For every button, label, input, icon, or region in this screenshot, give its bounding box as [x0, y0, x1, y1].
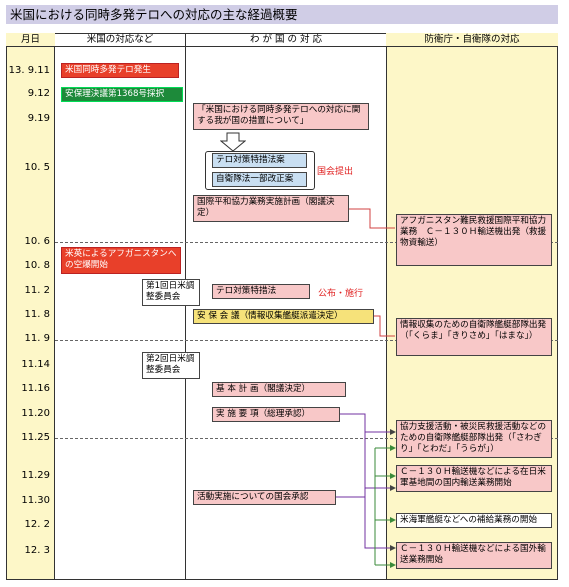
header-date: 月日: [6, 33, 55, 47]
down-arrow-icon: [220, 132, 246, 152]
header-jda: 防衛庁・自衛隊の対応: [386, 33, 558, 47]
japan-submitted: 国会提出: [317, 167, 354, 177]
us-un-resolution: 安保理決議第1368号採択: [61, 87, 183, 102]
date-label: 11.25: [21, 432, 50, 443]
us-terror-attack: 米国同時多発テロ発生: [61, 63, 179, 78]
japan-plan: 国際平和協力業務実施計画（閣議決定）: [193, 195, 349, 222]
jda-international-transport: Ｃ－１３０Ｈ輸送機などによる国外輸送業務開始: [396, 542, 552, 569]
header-japan: わ が 国 の 対 応: [185, 33, 387, 47]
jda-support-fleet: 協力支援活動・被災民救援活動などのための自衛隊艦艇部隊出発（「さわぎり」「とわだ…: [396, 420, 552, 458]
date-label: 11.16: [21, 383, 50, 394]
date-label: 10. 8: [24, 260, 50, 271]
date-label: 10. 6: [24, 236, 50, 247]
japan-diet-approval: 活動実施についての国会承認: [193, 490, 336, 505]
jda-supply: 米海軍艦艇などへの補給業務の開始: [396, 513, 552, 528]
japan-bill-terror: テロ対策特措法案: [212, 153, 307, 168]
japan-bill-sdf: 自衛隊法一部改正案: [212, 172, 307, 187]
header-us: 米国の対応など: [54, 33, 186, 47]
date-label: 12. 2: [24, 519, 50, 530]
japan-basic-plan: 基 本 計 画（閣議決定）: [212, 382, 346, 397]
japan-law: テロ対策特措法: [212, 284, 310, 299]
date-label: 10. 5: [24, 162, 50, 173]
date-label: 11. 8: [24, 309, 50, 320]
date-label: 11.14: [21, 359, 50, 370]
jda-column: [386, 33, 558, 580]
jda-domestic-transport: Ｃ－１３０Ｈ輸送機などによる在日米軍基地間の国内輸送業務開始: [396, 465, 552, 492]
japan-promulgated: 公布・施行: [318, 289, 364, 299]
dashed-guide: [55, 242, 558, 243]
japan-implementation: 実 施 要 項（総理承認）: [212, 407, 340, 422]
date-label: 11. 9: [24, 333, 50, 344]
us-committee-1: 第1回日米調整委員会: [142, 279, 200, 306]
date-label: 11. 2: [24, 285, 50, 296]
page-title: 米国における同時多発テロへの対応の主な経過概要: [6, 5, 558, 24]
date-label: 11.30: [21, 495, 50, 506]
dashed-guide: [55, 340, 558, 341]
date-label: 12. 3: [24, 545, 50, 556]
japan-security-council: 安 保 会 議（情報収集艦艇派遣決定）: [193, 309, 374, 324]
dashed-guide: [55, 438, 558, 439]
date-label: 9.12: [27, 88, 50, 99]
us-column: [54, 33, 186, 580]
bill-bracket: [205, 151, 315, 190]
date-column: [6, 33, 55, 580]
jda-intel-fleet: 情報収集のための自衛隊艦艇部隊出発（「くらま」「きりさめ」「はまな」）: [396, 318, 552, 356]
date-label: 13. 9.11: [8, 65, 50, 76]
us-airstrike: 米英によるアフガニスタンへの空爆開始: [61, 247, 181, 274]
japan-measures: 「米国における同時多発テロへの対応に関する我が国の措置について」: [193, 103, 369, 130]
jda-refugee-relief: アフガニスタン難民救援国際平和協力業務 Ｃ－１３０Ｈ輸送機出発（救援物資輸送）: [396, 214, 552, 266]
us-committee-2: 第2回日米調整委員会: [142, 352, 200, 379]
date-label: 11.20: [21, 408, 50, 419]
date-label: 11.29: [21, 470, 50, 481]
date-label: 9.19: [27, 113, 50, 124]
